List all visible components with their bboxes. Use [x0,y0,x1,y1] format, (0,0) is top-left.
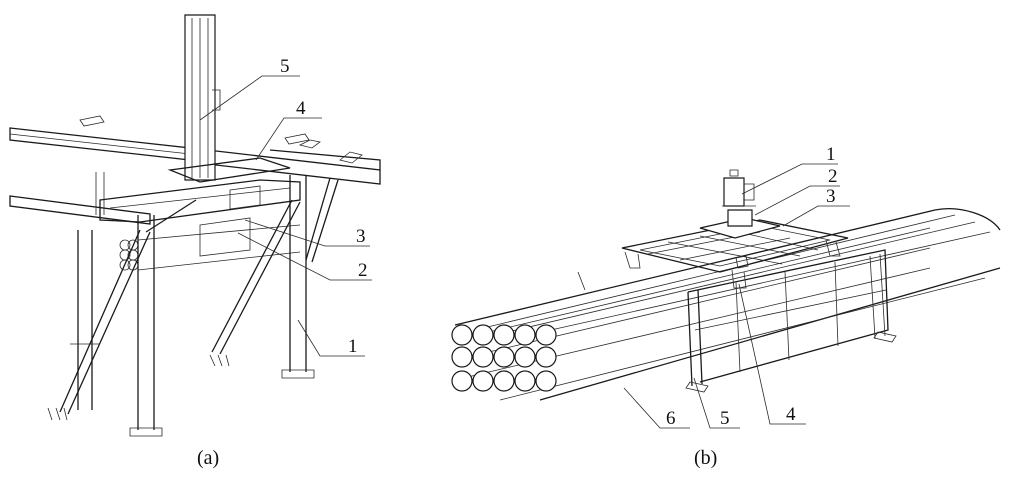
support-columns [47,172,315,437]
label-b-3: 3 [826,186,836,207]
diagonal-braces [59,177,339,415]
gantry-drawing [9,14,381,437]
upper-longitudinal-beam [9,127,191,161]
label-b-2: 2 [828,166,838,187]
callouts-a [199,75,372,357]
caption-b: (b) [694,447,718,469]
lower-longitudinal-beam [9,195,151,225]
label-a-1: 1 [348,336,358,357]
caption-a: (a) [197,447,220,469]
callouts-b [623,163,850,429]
right-rail [189,139,381,185]
label-b-5: 5 [720,408,730,429]
carriage [99,157,301,257]
pipe-bundle-drawing [451,169,1001,401]
pipe-ends [451,324,557,392]
gripper-motor [699,169,781,239]
label-b-6: 6 [666,408,676,429]
vertical-mast [184,14,221,181]
label-a-3: 3 [356,226,366,247]
label-b-1: 1 [826,144,836,165]
pipe-bundle-body [454,208,1001,401]
label-a-2: 2 [358,260,368,281]
label-a-4: 4 [296,98,306,119]
label-a-5: 5 [280,56,290,77]
label-b-4: 4 [786,404,796,425]
rack-frame [577,249,897,393]
